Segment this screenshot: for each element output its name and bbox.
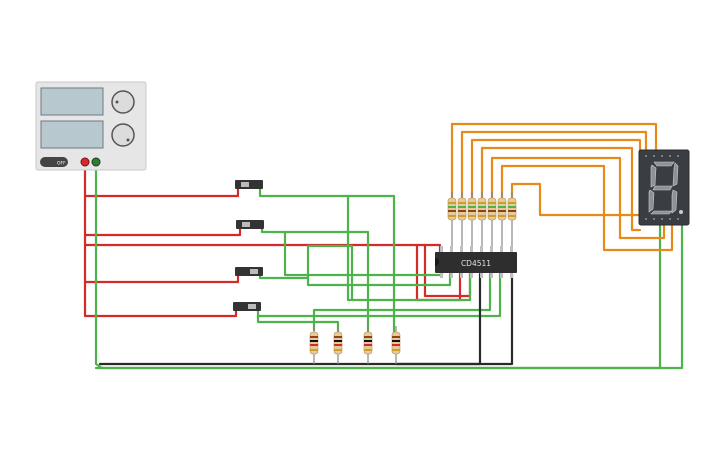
ic-pins-top <box>440 246 513 252</box>
input-resistor-4[interactable] <box>391 326 401 364</box>
wire-black-ground-bus[interactable] <box>98 272 514 366</box>
wire-orange-e[interactable] <box>490 156 666 240</box>
output-resistor-e[interactable] <box>487 192 497 252</box>
voltage-knob[interactable] <box>111 90 135 114</box>
segment-c <box>671 189 678 214</box>
current-knob[interactable] <box>111 123 135 147</box>
positive-terminal[interactable] <box>80 157 90 167</box>
decimal-point <box>679 210 683 214</box>
wire-green-switch1-signal[interactable] <box>258 186 396 337</box>
wire-red-switch4[interactable] <box>83 280 238 318</box>
wire-green-switch4-signal[interactable] <box>256 308 340 337</box>
wire-red-switch1[interactable] <box>83 160 240 198</box>
wire-green-switch3-ic[interactable] <box>306 272 452 287</box>
output-resistor-a[interactable] <box>447 192 457 252</box>
switch-2[interactable] <box>236 220 264 229</box>
wires <box>83 122 684 370</box>
current-display <box>40 120 104 149</box>
wire-green-switch2-signal[interactable] <box>260 226 370 337</box>
switch-3[interactable] <box>235 267 263 276</box>
power-toggle-button[interactable] <box>40 157 68 167</box>
wire-orange-b[interactable] <box>460 130 648 200</box>
negative-terminal[interactable] <box>91 157 101 167</box>
power-button-label: OFF <box>57 161 66 167</box>
output-resistor-c[interactable] <box>467 192 477 252</box>
segment-b <box>672 162 679 187</box>
output-resistor-g[interactable] <box>507 192 517 252</box>
wire-green-ground-display[interactable] <box>94 223 684 370</box>
output-resistor-b[interactable] <box>457 192 467 252</box>
output-resistor-d[interactable] <box>477 192 487 252</box>
wire-orange-f[interactable] <box>500 164 674 252</box>
wire-red-switch2[interactable] <box>83 194 242 237</box>
wire-orange-d[interactable] <box>480 146 642 232</box>
seven-segment-display[interactable] <box>638 149 690 226</box>
segment-e <box>648 189 655 213</box>
switch-4[interactable] <box>233 302 261 311</box>
segment-g <box>652 185 673 191</box>
segments <box>648 161 679 215</box>
segment-f <box>650 164 657 188</box>
switch-1[interactable] <box>235 180 263 189</box>
wire-green-switch4-ic[interactable] <box>256 272 502 318</box>
input-resistor-2[interactable] <box>333 326 343 364</box>
wire-orange-a[interactable] <box>450 122 658 200</box>
wire-green-switch1-ic[interactable] <box>346 194 472 302</box>
ic-cd4511[interactable]: CD4511 <box>435 246 517 278</box>
voltage-display <box>40 87 104 116</box>
segment-a <box>653 161 675 167</box>
ic-label: CD4511 <box>461 259 491 268</box>
wire-green-res-ic[interactable] <box>312 272 492 332</box>
segment-d <box>650 210 673 215</box>
output-resistors <box>447 192 517 252</box>
input-resistor-1[interactable] <box>309 326 319 364</box>
input-resistor-3[interactable] <box>363 326 373 364</box>
wire-green-switch3-signal[interactable] <box>258 244 354 302</box>
wire-black-ic-vss[interactable] <box>394 272 482 366</box>
wire-orange-g[interactable] <box>510 182 654 217</box>
power-supply[interactable]: OFF <box>35 81 147 171</box>
ic-pins-bottom <box>440 272 513 278</box>
wire-green-ground-main[interactable] <box>94 160 662 370</box>
output-resistor-f[interactable] <box>497 192 507 252</box>
wire-orange-c[interactable] <box>470 138 642 200</box>
wire-red-switch3[interactable] <box>83 233 240 284</box>
wire-red-ic-vdd[interactable] <box>83 243 442 254</box>
